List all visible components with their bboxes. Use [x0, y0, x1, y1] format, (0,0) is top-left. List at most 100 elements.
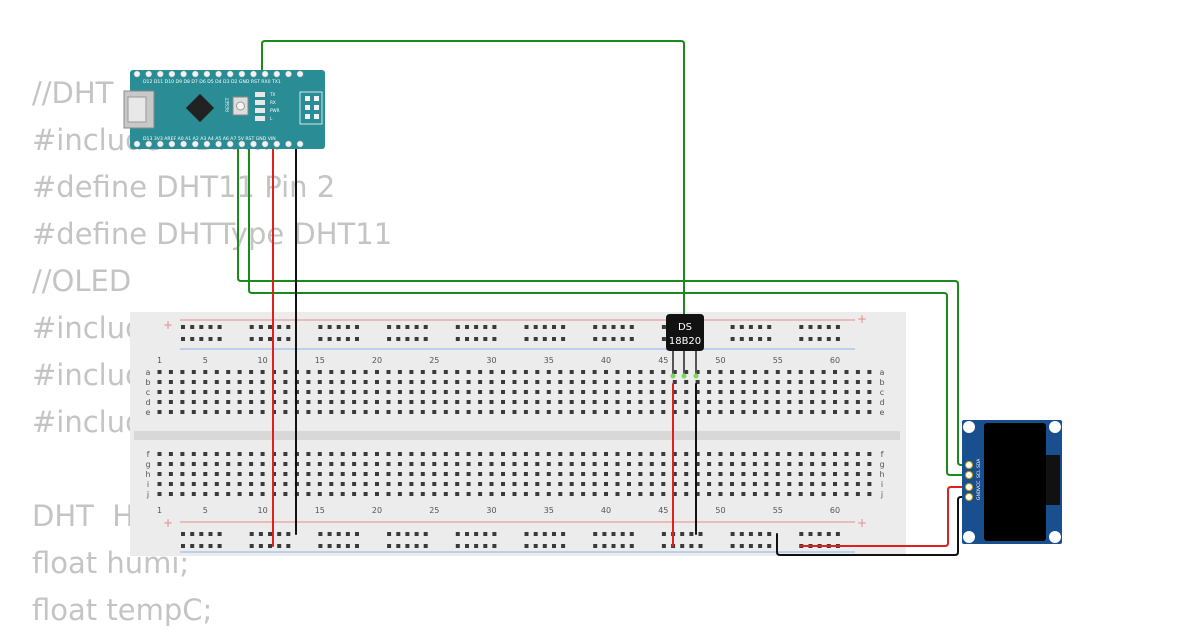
breadboard-hole: [672, 400, 677, 404]
breadboard-hole: [387, 337, 392, 341]
breadboard-hole: [546, 482, 551, 486]
breadboard-hole: [627, 472, 631, 476]
breadboard-hole: [345, 544, 350, 548]
breadboard-hole: [260, 472, 265, 476]
led-label-pwr: PWR: [270, 108, 280, 113]
breadboard-hole: [867, 410, 872, 414]
breadboard-hole: [199, 337, 204, 341]
breadboard-hole: [581, 370, 586, 374]
breadboard-hole: [478, 400, 483, 404]
breadboard-hole: [432, 492, 437, 496]
breadboard-hole: [810, 472, 815, 476]
breadboard-hole: [810, 380, 815, 384]
breadboard-hole: [478, 380, 483, 384]
breadboard-hole: [396, 325, 401, 329]
breadboard-hole: [844, 410, 849, 414]
breadboard-hole: [181, 337, 185, 341]
breadboard-hole: [695, 462, 700, 466]
breadboard-hole: [443, 410, 448, 414]
breadboard-hole: [741, 492, 746, 496]
arduino-pin-headers: [133, 70, 304, 148]
breadboard-hole: [512, 390, 517, 394]
breadboard-hole: [397, 492, 402, 496]
breadboard-hole: [821, 390, 826, 394]
reset-button-cap[interactable]: [236, 101, 245, 111]
breadboard-hole: [386, 380, 391, 384]
breadboard-hole: [680, 544, 685, 548]
breadboard-hole: [423, 544, 428, 548]
breadboard-hole: [695, 380, 700, 384]
breadboard-hole: [214, 400, 219, 404]
breadboard-hole: [689, 544, 694, 548]
breadboard-hole: [552, 337, 556, 341]
breadboard-hole: [409, 390, 414, 394]
breadboard-hole: [581, 390, 586, 394]
breadboard-hole: [695, 400, 700, 404]
breadboard-hole: [249, 532, 254, 536]
breadboard-hole: [455, 532, 460, 536]
breadboard-hole: [695, 390, 700, 394]
breadboard-hole: [455, 390, 460, 394]
breadboard-hole: [787, 462, 792, 466]
breadboard-hole: [718, 370, 723, 374]
breadboard-hole: [237, 380, 242, 384]
breadboard-hole: [474, 337, 479, 341]
breadboard-hole: [214, 472, 219, 476]
breadboard-column-number: 30: [486, 356, 496, 365]
breadboard-hole: [535, 452, 540, 456]
breadboard-hole: [833, 410, 837, 414]
breadboard-hole: [283, 462, 288, 466]
breadboard-row-letter: g: [145, 460, 150, 469]
breadboard-hole: [661, 337, 666, 341]
breadboard-hole: [283, 492, 288, 496]
breadboard-hole: [512, 452, 517, 456]
breadboard-column-number: 10: [258, 506, 268, 515]
breadboard-hole: [730, 544, 735, 548]
breadboard-hole: [492, 325, 497, 329]
breadboard-hole: [808, 337, 813, 341]
breadboard-hole: [363, 380, 368, 384]
breadboard-hole: [355, 337, 359, 341]
breadboard-hole: [363, 482, 368, 486]
breadboard-hole: [306, 452, 311, 456]
breadboard-hole: [409, 472, 414, 476]
arduino-pin: [250, 140, 257, 148]
breadboard-hole: [363, 452, 368, 456]
breadboard-hole: [535, 410, 540, 414]
breadboard-hole: [615, 390, 620, 394]
breadboard-hole: [157, 482, 162, 486]
sensor-pin-dot: [681, 373, 687, 379]
breadboard-hole: [592, 410, 597, 414]
breadboard-hole: [867, 492, 872, 496]
breadboard-hole: [260, 390, 265, 394]
breadboard-hole: [214, 452, 219, 456]
breadboard-hole: [689, 532, 694, 536]
breadboard-hole: [466, 482, 471, 486]
breadboard-hole: [758, 325, 763, 329]
breadboard-hole: [730, 370, 734, 374]
breadboard-hole: [396, 532, 401, 536]
breadboard-hole: [501, 380, 505, 384]
breadboard-hole: [620, 325, 625, 329]
breadboard-hole: [569, 410, 574, 414]
breadboard-hole: [375, 390, 379, 394]
breadboard-hole: [810, 482, 815, 486]
breadboard-hole: [260, 410, 265, 414]
breadboard-hole: [329, 400, 334, 404]
breadboard-hole: [455, 492, 460, 496]
breadboard-hole: [604, 482, 608, 486]
breadboard-hole: [249, 472, 254, 476]
breadboard-hole: [867, 390, 872, 394]
breadboard-hole: [718, 472, 723, 476]
breadboard-hole: [181, 325, 185, 329]
breadboard-hole: [798, 390, 803, 394]
breadboard-hole: [808, 532, 813, 536]
arduino-pin: [261, 140, 269, 148]
breadboard-hole: [483, 532, 488, 536]
breadboard-hole: [615, 380, 620, 384]
led-pwr: [255, 108, 265, 113]
breadboard-hole: [375, 482, 379, 486]
breadboard-hole: [833, 472, 837, 476]
top-rail-plus-sign-right: +: [857, 312, 867, 326]
breadboard-column-number: 25: [429, 356, 439, 365]
